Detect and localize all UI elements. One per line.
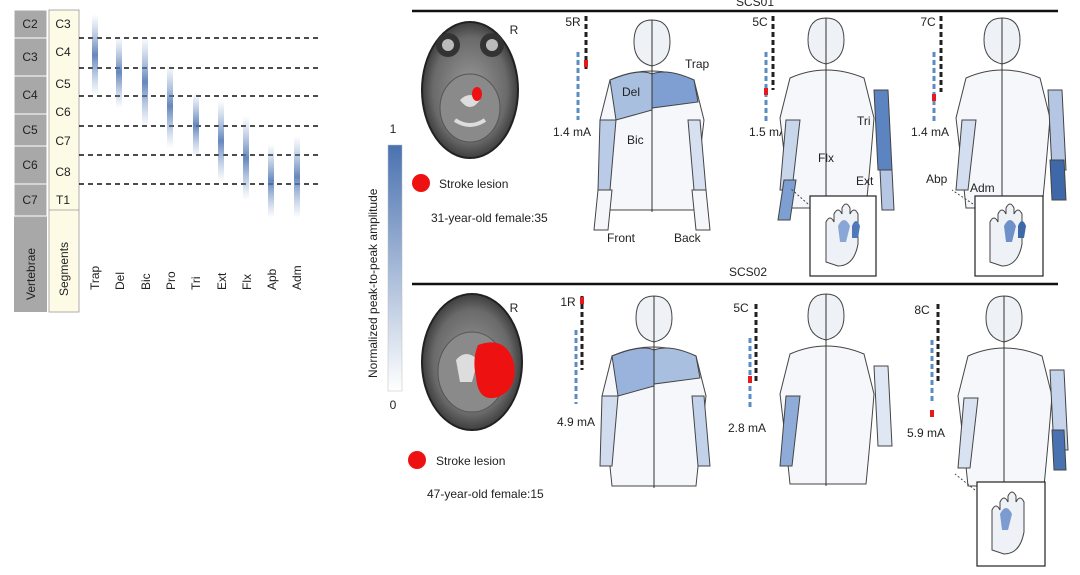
segment-label: C3 — [55, 17, 71, 31]
muscle-tag-flx: Flx — [818, 151, 834, 165]
tri-shade — [873, 89, 893, 171]
myotome-bar-pro — [167, 64, 173, 148]
segment-label: C5 — [55, 77, 71, 91]
vertebra-label: C4 — [22, 88, 38, 102]
vertebra-label: C3 — [22, 50, 38, 64]
body-figure-2c — [957, 295, 1069, 488]
vertebrae-cells — [13, 9, 48, 217]
lesion-legend-label-2: Stroke lesion — [436, 454, 505, 468]
colorbar: 1 0 Normalized peak-to-peak amplitude — [366, 122, 403, 412]
vertebra-label: C6 — [22, 158, 38, 172]
muscle-label: Del — [113, 272, 127, 290]
myotome-bar-flx — [243, 116, 249, 200]
lesion-mark-2 — [474, 342, 515, 399]
electrode-name: 8C — [914, 303, 930, 317]
myotome-bar-apb — [268, 144, 274, 218]
lesion-legend-label-1: Stroke lesion — [439, 177, 508, 191]
electrode-name: 7C — [920, 15, 936, 29]
side-label-1: R — [510, 23, 519, 37]
vertebra-label: C7 — [22, 193, 38, 207]
myotome-bar-ext — [218, 100, 224, 182]
electrode-1R: 1R 4.9 mA — [557, 295, 595, 429]
panel-title-scs02: SCS02 — [729, 265, 767, 279]
lesion-mark-1 — [472, 87, 482, 101]
segment-boundaries — [79, 37, 320, 185]
colorbar-min: 0 — [390, 398, 397, 412]
lesion-legend-dot-1 — [412, 174, 430, 192]
electrode-amplitude: 1.5 mA — [749, 125, 787, 139]
brain-mri-2 — [421, 293, 523, 431]
segment-label: C7 — [55, 134, 71, 148]
muscle-label: Adm — [290, 265, 304, 290]
panel-scs02: R Stroke lesion 47-year-old female:15 1R… — [408, 293, 1069, 567]
patient-label-2: 47-year-old female:15 — [427, 487, 544, 501]
electrode-name: 5C — [752, 15, 768, 29]
electrode-8C: 8C 5.9 mA — [907, 303, 945, 440]
electrode-name: 5C — [733, 301, 749, 315]
segment-label: C6 — [55, 105, 71, 119]
electrode-amplitude: 4.9 mA — [557, 415, 595, 429]
brain-mri-1 — [421, 21, 519, 159]
electrode-5C: 5C 1.5 mA — [749, 15, 787, 139]
spine-table: C2 C3 C4 C5 C6 C7 Vertebrae C3 C4 C5 C6 … — [13, 9, 320, 313]
electrode-name: 5R — [565, 15, 581, 29]
myotome-bar-tri — [193, 92, 199, 158]
panel-scs01: R Stroke lesion 31-year-old female:35 5R… — [412, 15, 1067, 277]
muscle-tag-tri: Tri — [857, 114, 871, 128]
muscle-tag-abp: Abp — [926, 172, 948, 186]
colorbar-label: Normalized peak-to-peak amplitude — [366, 188, 380, 378]
trap-shade — [651, 71, 699, 109]
muscle-labels: Trap Del Bic Pro Tri Ext Flx Apb Adm — [88, 265, 304, 290]
electrode-5C-scs02: 5C 2.8 mA — [728, 301, 766, 435]
electrode-amplitude: 1.4 mA — [911, 125, 949, 139]
view-back-label: Back — [674, 231, 702, 245]
muscle-label: Flx — [240, 274, 254, 290]
electrode-5R: 5R 1.4 mA — [553, 15, 591, 139]
segment-label: C8 — [55, 165, 71, 179]
electrode-amplitude: 5.9 mA — [907, 426, 945, 440]
vertebra-label: C2 — [22, 17, 38, 31]
segments-header: Segments — [57, 242, 71, 296]
segment-label: C4 — [55, 45, 71, 59]
myotome-bar-adm — [294, 136, 300, 218]
myotome-bar-bic — [142, 36, 148, 128]
patient-label-1: 31-year-old female:35 — [431, 211, 548, 225]
body-figure-1a — [593, 19, 711, 231]
myotome-bar-trap — [92, 14, 98, 96]
view-front-label: Front — [607, 231, 636, 245]
lesion-legend-dot-2 — [408, 451, 426, 469]
electrode-amplitude: 1.4 mA — [553, 125, 591, 139]
muscle-label: Bic — [139, 273, 153, 290]
body-figure-1b — [777, 17, 895, 221]
electrode-amplitude: 2.8 mA — [728, 421, 766, 435]
myotome-bars — [92, 14, 300, 218]
muscle-tag-ext: Ext — [856, 174, 874, 188]
body-figure-2b — [779, 293, 893, 486]
myotome-bar-del — [116, 36, 122, 108]
muscle-tag-bic: Bic — [627, 133, 644, 147]
muscle-tag-adm: Adm — [970, 181, 995, 195]
colorbar-max: 1 — [390, 122, 397, 136]
muscle-label: Ext — [215, 272, 229, 290]
muscle-tag-del: Del — [622, 85, 640, 99]
segments-column — [48, 9, 80, 313]
colorbar-gradient — [387, 144, 403, 392]
body-figure-1c — [955, 17, 1067, 210]
segment-label: T1 — [56, 193, 70, 207]
muscle-label: Apb — [265, 268, 279, 290]
muscle-label: Tri — [189, 276, 203, 290]
muscle-label: Pro — [164, 271, 178, 290]
panel-title-scs01: SCS01 — [736, 0, 774, 9]
side-label-2: R — [510, 301, 519, 315]
electrode-7C: 7C 1.4 mA — [911, 15, 949, 139]
body-figure-2a — [599, 295, 711, 488]
muscle-label: Trap — [88, 265, 102, 290]
vertebrae-header: Vertebrae — [24, 248, 38, 300]
vertebra-label: C5 — [22, 123, 38, 137]
electrode-name: 1R — [560, 295, 576, 309]
muscle-tag-trap: Trap — [685, 57, 710, 71]
